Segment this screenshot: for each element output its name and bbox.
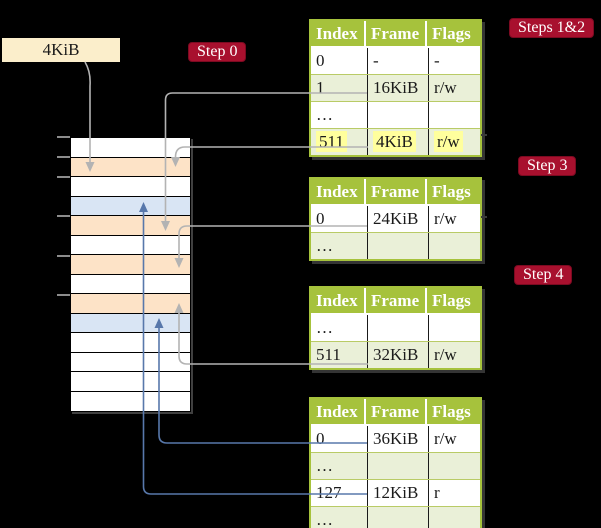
memory-frame-row-orange [71, 294, 190, 314]
badge-steps-1-2: Steps 1&2 [509, 18, 595, 38]
column-header-frame: Frame [366, 288, 427, 313]
column-header-index: Index [311, 179, 366, 204]
highlighted-value: 4KiB [373, 131, 416, 152]
badge-step-3: Step 3 [518, 156, 577, 176]
cell-index: … [316, 105, 333, 124]
cell-flags: r/w [428, 426, 480, 452]
table-row: 1 16KiB r/w [311, 74, 480, 101]
cell-frame: - [367, 48, 428, 74]
cell-frame [367, 507, 428, 528]
tick-mark [57, 156, 70, 158]
table-header-row: Index Frame Flags [311, 288, 480, 315]
memory-frame-row-white [71, 235, 190, 255]
cell-flags: r/w [428, 75, 480, 101]
cell-frame [367, 233, 428, 259]
highlighted-value: r/w [434, 131, 463, 152]
table-row: 0 24KiB r/w [311, 206, 480, 232]
cell-frame [367, 453, 428, 479]
column-header-index: Index [311, 21, 366, 46]
column-header-flags: Flags [432, 291, 471, 310]
cell-index: 0 [316, 429, 325, 448]
cell-frame: 16KiB [367, 75, 428, 101]
column-header-frame: Frame [366, 179, 427, 204]
table-row: 0 36KiB r/w [311, 426, 480, 452]
cell-index: … [316, 318, 333, 337]
cell-flags [428, 507, 480, 528]
cell-index: … [316, 510, 333, 528]
cell-index: … [316, 236, 333, 255]
page-table-step-3: Index Frame Flags 0 24KiB r/w … [309, 177, 482, 261]
table-row-recursive-entry: 511 4KiB r/w [311, 128, 480, 155]
active-entry-marker [481, 216, 487, 218]
cell-index: … [316, 456, 333, 475]
table-row: 511 32KiB r/w [311, 341, 480, 368]
cell-flags: r [428, 480, 480, 506]
cell-index: 0 [316, 51, 325, 70]
page-table-step-4: Index Frame Flags … 511 32KiB r/w [309, 286, 482, 370]
memory-frame-row-white [71, 391, 190, 411]
cell-frame: 12KiB [367, 480, 428, 506]
page-table-leaf: Index Frame Flags 0 36KiB r/w … 127 12Ki… [309, 397, 482, 528]
column-header-frame: Frame [366, 21, 427, 46]
cell-index: 511 [311, 129, 367, 155]
column-header-flags: Flags [432, 24, 471, 43]
cell-flags [428, 453, 480, 479]
cell-flags: r/w [428, 206, 480, 232]
memory-frame-row-white [71, 372, 190, 392]
cell-flags [428, 233, 480, 259]
cell-index: 127 [316, 483, 342, 502]
physical-memory-stack [70, 137, 191, 412]
memory-frame-row-blue [71, 313, 190, 333]
highlighted-value: 511 [316, 131, 347, 152]
table-row: … [311, 101, 480, 128]
memory-frame-row-orange [71, 157, 190, 177]
badge-step-4: Step 4 [514, 265, 573, 285]
cell-index: 511 [316, 345, 341, 364]
column-header-flags: Flags [432, 182, 471, 201]
table-row: 127 12KiB r [311, 479, 480, 506]
cell-frame: 32KiB [367, 342, 428, 368]
active-entry-marker [481, 134, 487, 136]
memory-frame-row-white [71, 333, 190, 353]
tick-mark [57, 176, 70, 178]
memory-frame-row-orange [71, 216, 190, 236]
cell-index: 1 [316, 78, 325, 97]
cell-index: 0 [316, 209, 325, 228]
tick-mark [57, 294, 70, 296]
column-header-frame: Frame [366, 399, 427, 424]
memory-frame-row-orange [71, 255, 190, 275]
memory-frame-row-white [71, 177, 190, 197]
table-header-row: Index Frame Flags [311, 21, 480, 48]
table-header-row: Index Frame Flags [311, 399, 480, 426]
cell-frame [367, 102, 428, 128]
cell-frame [367, 315, 428, 341]
table-row: … [311, 506, 480, 528]
table-row: … [311, 452, 480, 479]
column-header-index: Index [311, 399, 366, 424]
cell-frame: 24KiB [367, 206, 428, 232]
page-table-steps-1-2: Index Frame Flags 0 - - 1 16KiB r/w … 51… [309, 19, 482, 157]
memory-frame-row-white [71, 352, 190, 372]
memory-frame-row-white [71, 138, 190, 158]
table-row: … [311, 315, 480, 341]
memory-frame-row-blue [71, 196, 190, 216]
tick-mark [57, 136, 70, 138]
tick-mark [57, 255, 70, 257]
cell-flags: r/w [428, 129, 480, 155]
cell-flags [428, 102, 480, 128]
cell-frame: 36KiB [367, 426, 428, 452]
table-row: … [311, 232, 480, 259]
page-size-label: 4KiB [2, 38, 120, 62]
cell-flags [428, 315, 480, 341]
cell-frame: 4KiB [367, 129, 428, 155]
memory-frame-row-white [71, 274, 190, 294]
table-row: 0 - - [311, 48, 480, 74]
column-header-index: Index [311, 288, 366, 313]
cell-flags: r/w [428, 342, 480, 368]
cell-flags: - [428, 48, 480, 74]
column-header-flags: Flags [432, 402, 471, 421]
table-header-row: Index Frame Flags [311, 179, 480, 206]
tick-mark [57, 215, 70, 217]
badge-step-0: Step 0 [188, 42, 247, 62]
